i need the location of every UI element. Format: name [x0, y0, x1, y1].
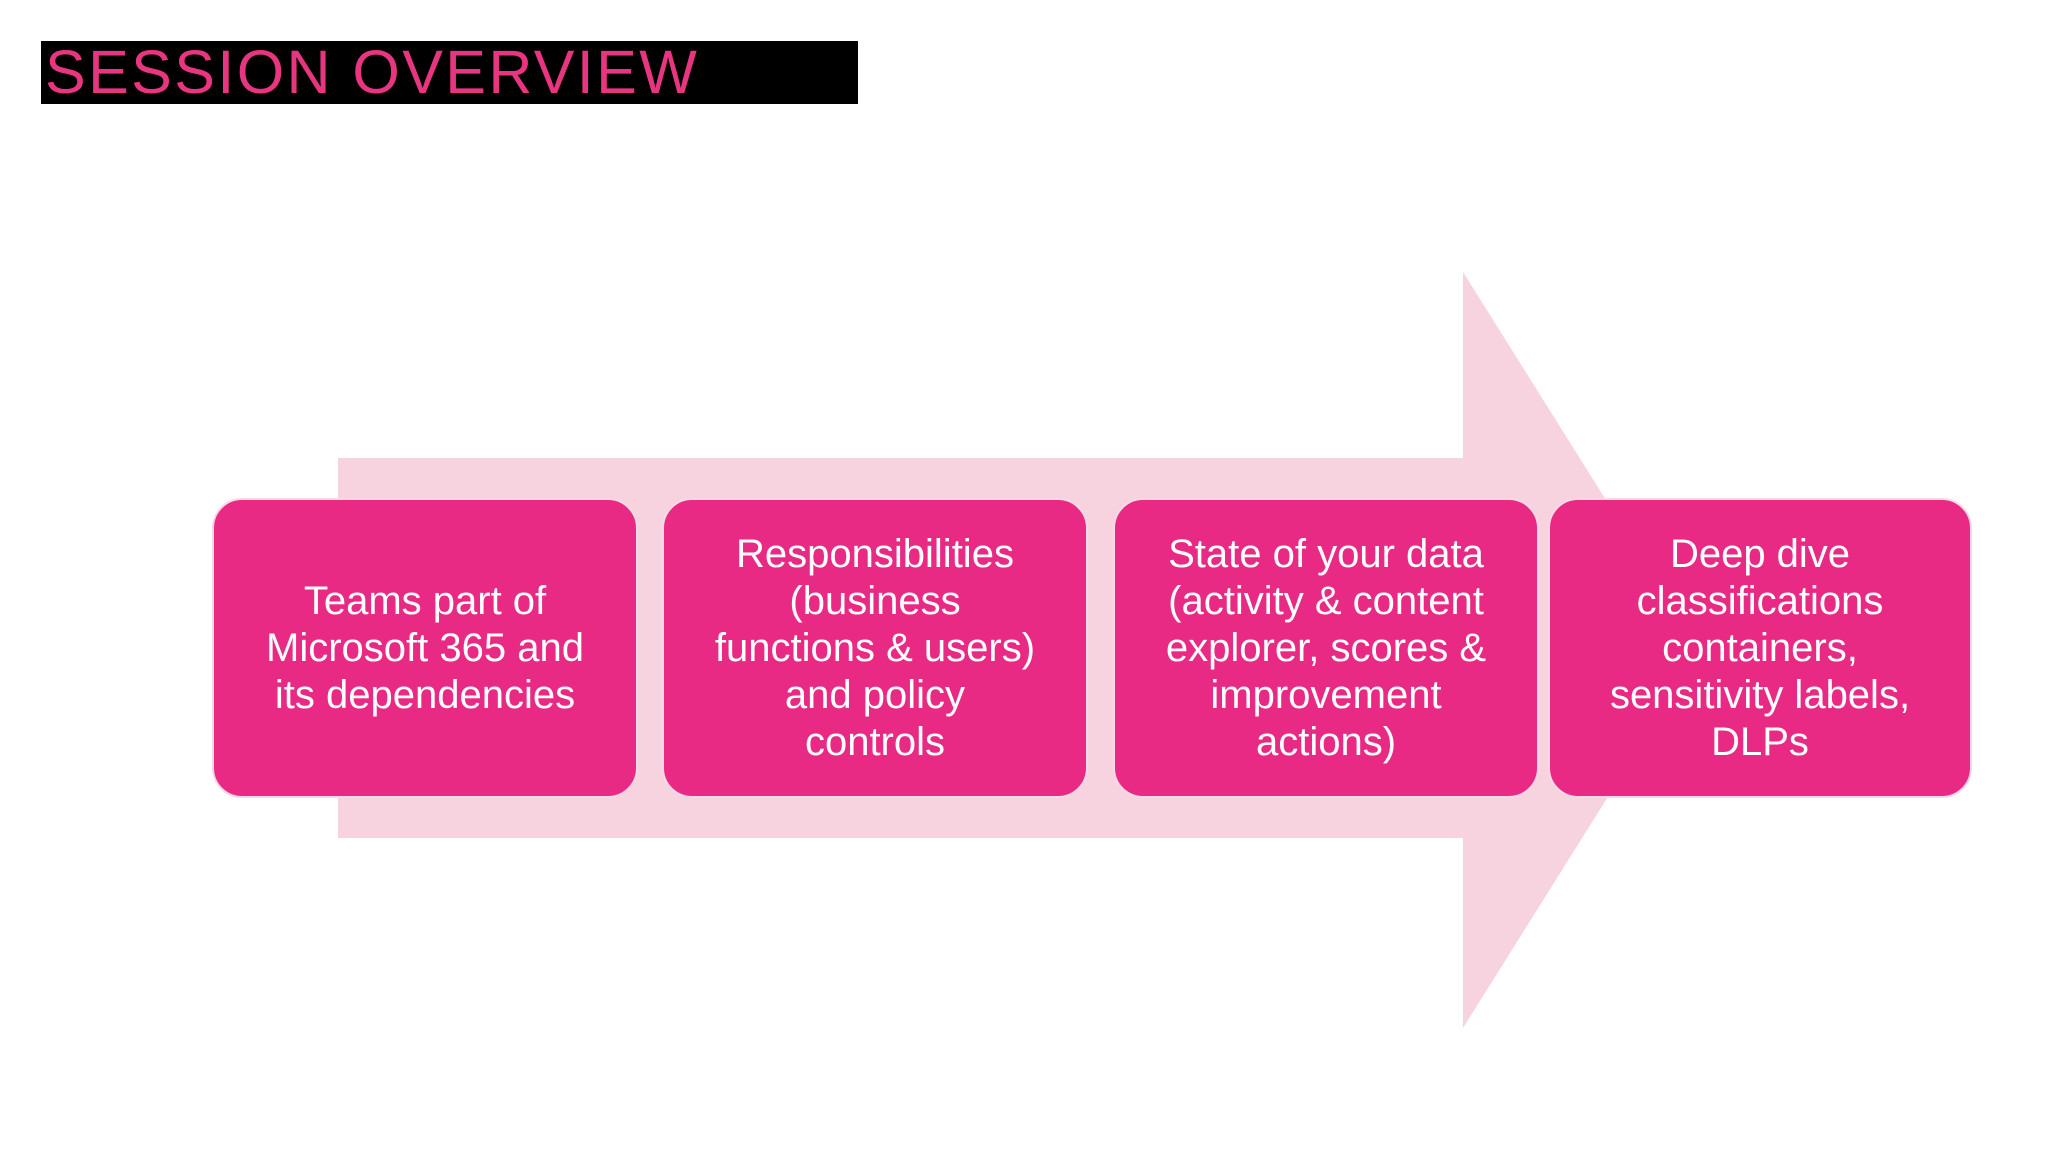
process-step-4-label: Deep dive classifications containers, se…: [1609, 531, 1911, 764]
process-step-1[interactable]: Teams part of Microsoft 365 and its depe…: [212, 498, 638, 798]
process-step-1-label: Teams part of Microsoft 365 and its depe…: [266, 578, 584, 717]
title-banner: SESSION OVERVIEW: [41, 41, 858, 104]
process-step-2-label: Responsibilities (business functions & u…: [714, 531, 1036, 764]
process-step-2[interactable]: Responsibilities (business functions & u…: [662, 498, 1088, 798]
process-step-3[interactable]: State of your data (activity & content e…: [1113, 498, 1539, 798]
process-step-4[interactable]: Deep dive classifications containers, se…: [1548, 498, 1972, 798]
page-title: SESSION OVERVIEW: [45, 38, 700, 106]
process-step-3-label: State of your data (activity & content e…: [1165, 531, 1487, 764]
